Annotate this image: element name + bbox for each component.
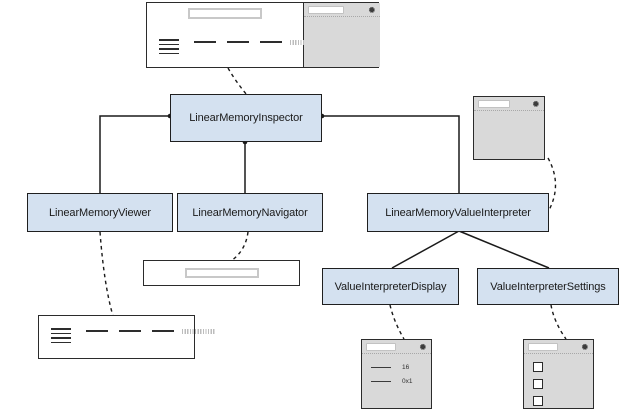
mockup-memory-ascii xyxy=(182,329,216,334)
mockup-toolbar xyxy=(304,3,380,17)
edge-inspector-viewer xyxy=(99,115,170,193)
memory-row-label xyxy=(51,328,71,330)
edge-valueinterpreter-settings xyxy=(458,230,550,269)
settings-checkbox[interactable] xyxy=(533,396,543,406)
toolbar-input[interactable] xyxy=(478,99,510,108)
value-label-dash xyxy=(371,366,391,369)
node-linear-memory-value-interpreter[interactable]: LinearMemoryValueInterpreter xyxy=(367,193,549,232)
toolbar-input[interactable] xyxy=(528,342,558,351)
edge-inspector-valueinterpreter xyxy=(322,115,460,193)
memory-viewer-mockup xyxy=(38,315,216,359)
gear-icon[interactable] xyxy=(418,342,427,351)
memory-row-label xyxy=(51,337,71,339)
value-row: 16 xyxy=(371,364,409,371)
mockup-toolbar xyxy=(362,340,431,354)
settings-checkbox[interactable] xyxy=(533,379,543,389)
mockup-toolbar xyxy=(524,340,593,354)
edge-mockup-inspector xyxy=(227,67,248,96)
value-row: 0x1 xyxy=(371,378,412,385)
memory-row-label xyxy=(51,341,71,344)
gear-icon[interactable] xyxy=(367,5,376,14)
memory-byte-group xyxy=(227,41,249,43)
value-text: 16 xyxy=(402,364,410,371)
gear-icon[interactable] xyxy=(531,99,540,108)
memory-row-label xyxy=(159,48,179,50)
toolbar-input[interactable] xyxy=(308,5,344,14)
edge-valueinterpreter-display xyxy=(391,230,460,269)
memory-byte-group xyxy=(86,330,108,332)
mockup-memory-bytes xyxy=(86,330,174,332)
navigator-address-input-mockup xyxy=(143,260,300,286)
memory-byte-group xyxy=(152,330,174,332)
value-interpreter-settings-mockup xyxy=(523,339,594,409)
gear-icon[interactable] xyxy=(580,342,589,351)
node-value-interpreter-display[interactable]: ValueInterpreterDisplay xyxy=(322,268,459,305)
value-interpreter-display-mockup: 16 0x1 xyxy=(361,339,432,409)
value-text: 0x1 xyxy=(402,378,413,385)
mockup-memory-bytes xyxy=(194,41,282,43)
linear-memory-inspector-mockup xyxy=(146,2,380,68)
mockup-address-input[interactable] xyxy=(188,8,262,19)
memory-row-label xyxy=(159,39,179,41)
node-linear-memory-navigator[interactable]: LinearMemoryNavigator xyxy=(177,193,323,232)
mockup-address-input[interactable] xyxy=(184,268,259,278)
memory-byte-group xyxy=(119,330,141,332)
node-linear-memory-viewer[interactable]: LinearMemoryViewer xyxy=(27,193,173,232)
mockup-memory-row-labels xyxy=(159,39,179,55)
mockup-memory-row-labels xyxy=(51,328,71,344)
memory-byte-group xyxy=(260,41,282,43)
mockup-memory-view-pane xyxy=(147,3,324,67)
memory-row-label xyxy=(159,43,179,46)
edge-mockup-valueinterpreter xyxy=(547,157,557,213)
toolbar-input[interactable] xyxy=(366,342,396,351)
mockup-toolbar xyxy=(474,97,544,111)
memory-byte-group xyxy=(194,41,216,43)
edge-display-mockup xyxy=(389,304,405,340)
node-value-interpreter-settings[interactable]: ValueInterpreterSettings xyxy=(477,268,619,305)
value-label-dash xyxy=(371,380,391,383)
value-interpreter-panel-mockup xyxy=(473,96,545,160)
memory-row-label xyxy=(51,332,71,335)
edge-settings-mockup xyxy=(550,304,567,340)
mockup-value-interpreter-pane xyxy=(304,3,380,67)
edge-viewer-mockup xyxy=(99,231,114,317)
settings-checkbox[interactable] xyxy=(533,362,543,372)
memory-row-label xyxy=(159,52,179,55)
node-linear-memory-inspector[interactable]: LinearMemoryInspector xyxy=(170,94,322,142)
